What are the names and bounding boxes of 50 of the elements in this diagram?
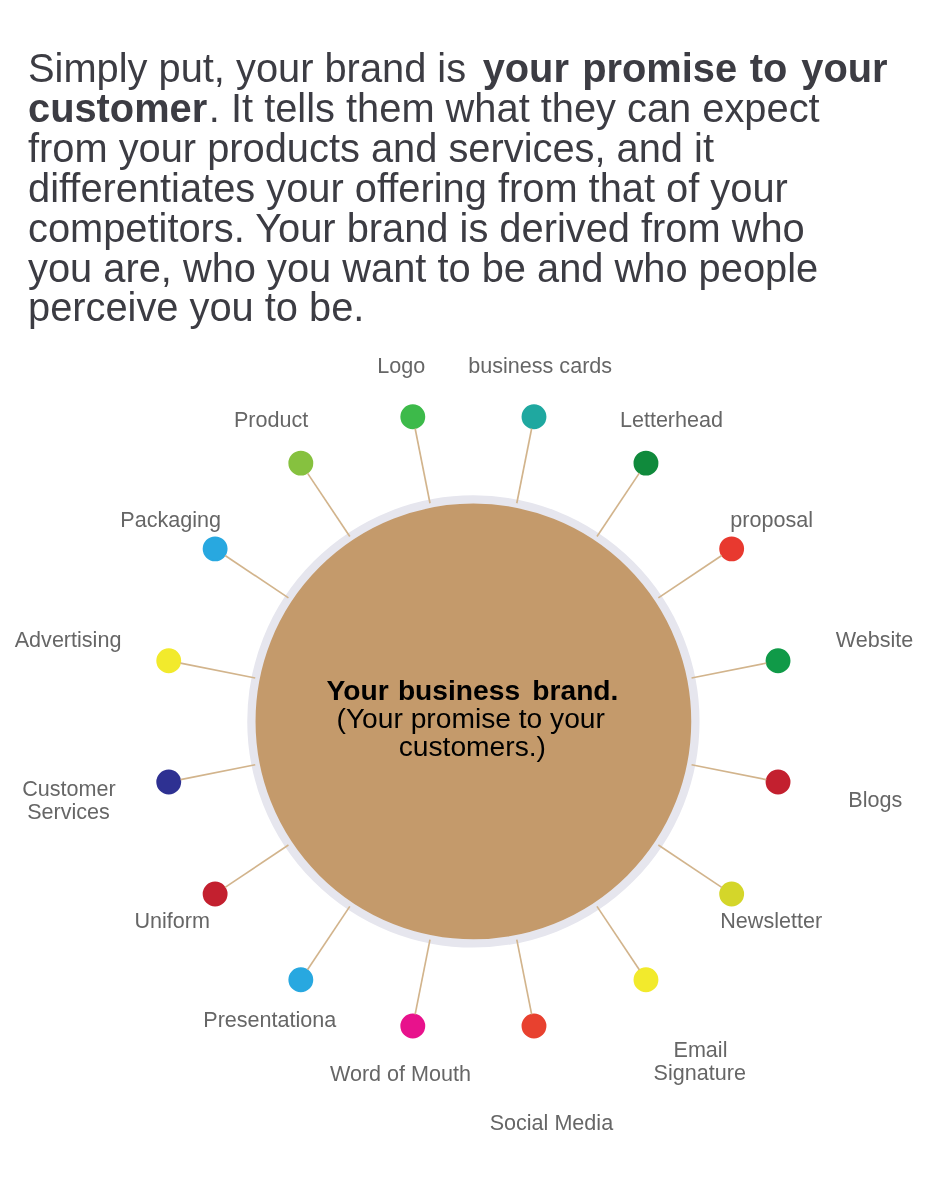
- node-circle: [633, 967, 659, 993]
- node-label: Product: [233, 407, 309, 433]
- node-label: Presentationa: [203, 1007, 337, 1033]
- node-label: business cards: [468, 353, 613, 379]
- node-label: Advertising: [14, 626, 122, 652]
- connector: [306, 905, 351, 971]
- connector: [690, 662, 768, 679]
- node-circle: [202, 881, 228, 907]
- node-circle: [765, 769, 791, 795]
- connector: [657, 554, 723, 599]
- connector: [515, 427, 533, 505]
- node-label: Uniform: [134, 907, 210, 933]
- node-circle: [288, 967, 314, 993]
- node-circle: [765, 648, 791, 674]
- node-label: Website: [835, 626, 914, 652]
- node-circle: [288, 450, 314, 476]
- node-circle: [521, 404, 547, 430]
- node-label: Email Signature: [653, 1037, 746, 1086]
- diagram-title: Simply put, your brand is your promise to your customer. It tells them what they can expect from your products and services, and it differentiates your offering from that of your competitors. Your brand is derived from who you are, who you want to be and who people perceive you to be.: [28, 46, 888, 330]
- node-label: Blogs: [848, 787, 903, 813]
- node-circle: Your business brand. (Your promise to your customers.): [247, 495, 700, 948]
- node-circle: [156, 769, 182, 795]
- connector: [179, 763, 257, 781]
- node-label: Word of Mouth: [329, 1060, 472, 1086]
- node-label: Letterhead: [619, 407, 724, 433]
- connector: [414, 938, 431, 1016]
- node-label: proposal: [730, 506, 813, 532]
- node-circle: [719, 536, 745, 562]
- connector: [596, 472, 641, 538]
- connector: [596, 905, 641, 971]
- node-circle: [400, 1013, 426, 1039]
- connector: [179, 662, 257, 679]
- node-label: Logo: [377, 353, 426, 379]
- connector: [224, 554, 290, 599]
- node-circle: [633, 450, 659, 476]
- connector: [414, 427, 431, 505]
- node-circle: [202, 536, 228, 562]
- node-circle: [156, 648, 182, 674]
- connector: [690, 763, 768, 781]
- node-label: Customer Services: [22, 775, 116, 824]
- connector: [224, 844, 290, 889]
- connector: [657, 844, 723, 889]
- connector: [515, 938, 533, 1016]
- node-circle: [521, 1013, 547, 1039]
- connector: [306, 472, 351, 538]
- node-circle: [719, 881, 745, 907]
- node-label: Newsletter: [720, 907, 823, 933]
- node-label: Packaging: [120, 506, 222, 532]
- node-label: Social Media: [489, 1110, 614, 1136]
- node-circle: [400, 404, 426, 430]
